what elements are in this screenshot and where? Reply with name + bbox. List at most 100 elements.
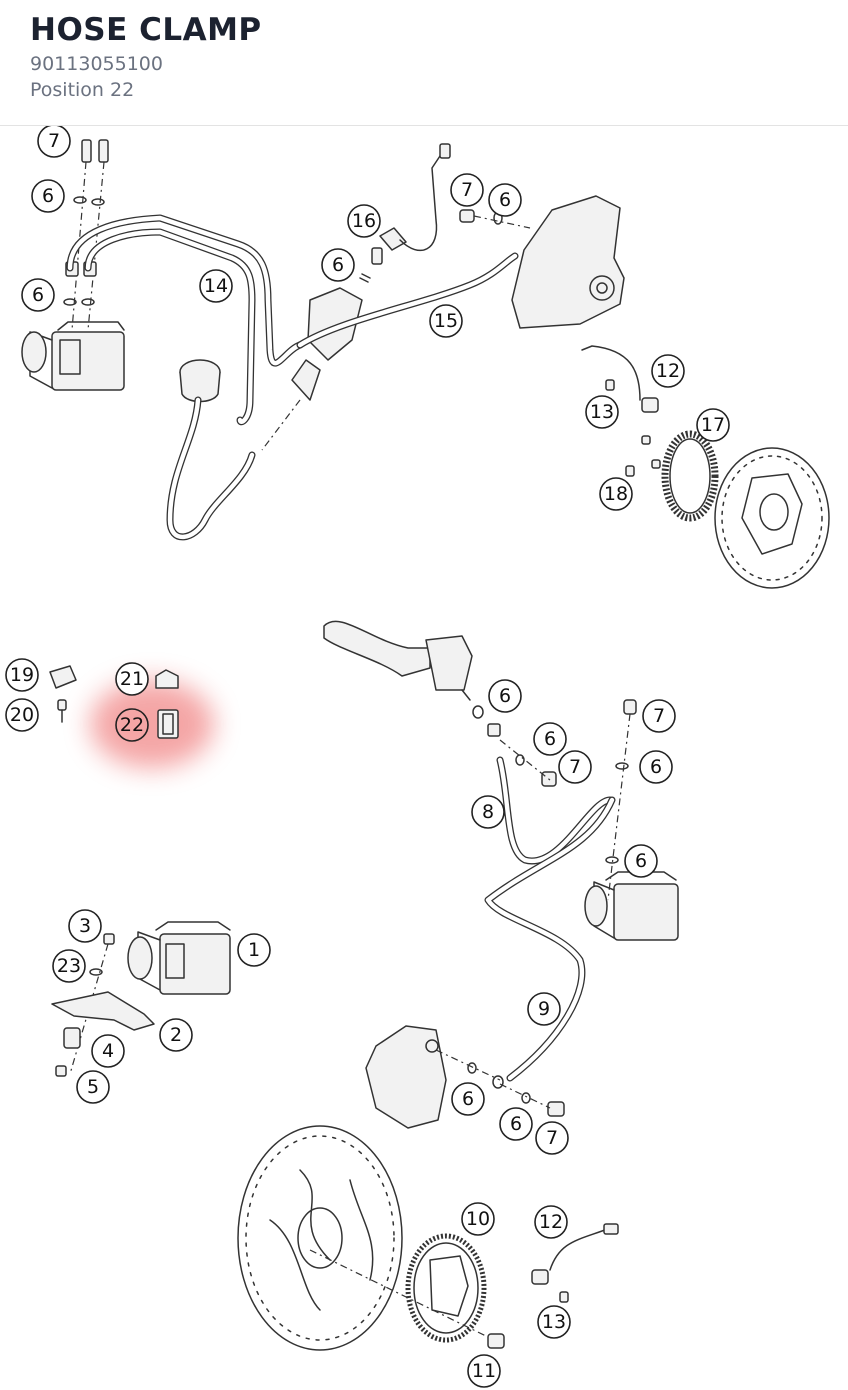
callout-16[interactable]: 16 (347, 204, 381, 238)
callout-22-selected[interactable]: 22 (115, 708, 149, 742)
brake-lever (323, 620, 473, 701)
callout-12-lower[interactable]: 12 (534, 1205, 568, 1239)
callout-6-upper-left-a[interactable]: 6 (31, 179, 65, 213)
callout-label: 5 (87, 1076, 99, 1098)
callout-18[interactable]: 18 (599, 477, 633, 511)
callout-label: 6 (499, 685, 511, 707)
callout-6-mid-b[interactable]: 6 (533, 722, 567, 756)
brake-disc-upper (714, 447, 830, 589)
brake-reservoir (166, 359, 256, 541)
callout-19[interactable]: 19 (5, 658, 39, 692)
callout-label: 7 (546, 1127, 558, 1149)
callout-4[interactable]: 4 (91, 1034, 125, 1068)
exploded-parts-diagram: 7 6 6 14 16 6 7 6 15 12 13 17 18 19 20 2… (5, 126, 830, 1388)
callout-14[interactable]: 14 (199, 269, 233, 303)
callout-label: 9 (538, 998, 550, 1020)
brake-line-14 (66, 214, 304, 426)
callout-6-mid-abs[interactable]: 6 (624, 844, 658, 878)
part-header: HOSE CLAMP 90113055100 Position 22 (0, 0, 848, 126)
callout-label: 6 (462, 1088, 474, 1110)
brake-hose-15 (296, 252, 519, 349)
callout-label: 17 (701, 414, 725, 436)
callout-8[interactable]: 8 (471, 795, 505, 829)
callout-label: 21 (120, 668, 144, 690)
callout-13-lower[interactable]: 13 (537, 1305, 571, 1339)
callout-label: 7 (653, 705, 665, 727)
selected-position-highlight (90, 680, 214, 768)
callout-17[interactable]: 17 (696, 408, 730, 442)
callout-6-mid-lever[interactable]: 6 (488, 679, 522, 713)
callout-label: 15 (434, 310, 458, 332)
callout-label: 23 (57, 955, 81, 977)
callout-6-lower-a[interactable]: 6 (451, 1082, 485, 1116)
callout-label: 7 (569, 756, 581, 778)
callout-label: 2 (170, 1024, 182, 1046)
callout-21[interactable]: 21 (115, 662, 149, 696)
callout-7-mid-right-top[interactable]: 7 (642, 699, 676, 733)
callout-6-upper-left-b[interactable]: 6 (21, 278, 55, 312)
abs-bracket (51, 933, 155, 1077)
front-brake-hose-9 (484, 796, 616, 1089)
callout-3[interactable]: 3 (68, 909, 102, 943)
callout-label: 1 (248, 939, 260, 961)
callout-label: 13 (542, 1311, 566, 1333)
master-cylinder-upper (261, 287, 363, 451)
callout-20[interactable]: 20 (5, 698, 39, 732)
callout-label: 11 (472, 1360, 496, 1382)
callout-label: 19 (10, 664, 34, 686)
callout-6-upper-caliper[interactable]: 6 (488, 183, 522, 217)
callout-7-mid-b[interactable]: 7 (558, 750, 592, 784)
part-position: Position 22 (30, 79, 135, 101)
front-wheel-sensor-12 (531, 1223, 619, 1303)
callout-label: 7 (461, 179, 473, 201)
callout-7-lower[interactable]: 7 (535, 1121, 569, 1155)
part-number: 90113055100 (30, 53, 163, 75)
bolts-mid-right (605, 699, 637, 901)
abs-unit-upper (21, 321, 125, 391)
front-brake-disc (237, 1125, 403, 1351)
callout-1[interactable]: 1 (237, 933, 271, 967)
callout-10[interactable]: 10 (461, 1202, 495, 1236)
callout-23[interactable]: 23 (52, 949, 86, 983)
caliper-lower (365, 1025, 565, 1129)
callout-13-upper[interactable]: 13 (585, 395, 619, 429)
callout-2[interactable]: 2 (159, 1018, 193, 1052)
callout-6-upper-mid[interactable]: 6 (321, 248, 355, 282)
callout-5[interactable]: 5 (76, 1070, 110, 1104)
callout-label: 4 (102, 1040, 114, 1062)
callout-7-upper-left[interactable]: 7 (37, 126, 71, 158)
wheel-speed-sensor-upper (581, 345, 661, 477)
callout-label: 12 (539, 1211, 563, 1233)
callout-label: 12 (656, 360, 680, 382)
callout-label: 6 (510, 1113, 522, 1135)
callout-label: 3 (79, 915, 91, 937)
caliper-upper (459, 195, 625, 329)
callout-11[interactable]: 11 (467, 1354, 501, 1388)
pressure-sensor-16 (359, 143, 451, 283)
callout-label: 18 (604, 483, 628, 505)
front-brake-hose-8 (472, 705, 614, 865)
callout-label: 6 (650, 756, 662, 778)
callout-label: 6 (635, 850, 647, 872)
part-19-20-clip (49, 665, 77, 723)
callout-label: 6 (499, 189, 511, 211)
hose-clamp-22-selected (157, 709, 179, 739)
callout-label: 6 (42, 185, 54, 207)
hose-clamp-21 (155, 669, 179, 689)
callout-9[interactable]: 9 (527, 992, 561, 1026)
callout-label: 6 (332, 254, 344, 276)
callout-label: 7 (48, 130, 60, 152)
callout-label: 13 (590, 401, 614, 423)
callout-6-lower-b[interactable]: 6 (499, 1107, 533, 1141)
callout-label: 8 (482, 801, 494, 823)
front-tone-ring-10 (309, 1233, 505, 1349)
callout-6-mid-right[interactable]: 6 (639, 750, 673, 784)
callout-12-upper[interactable]: 12 (651, 354, 685, 388)
callout-label: 20 (10, 704, 34, 726)
callout-label: 14 (204, 275, 228, 297)
callout-label: 16 (352, 210, 376, 232)
callout-15[interactable]: 15 (429, 304, 463, 338)
callout-label: 22 (120, 714, 144, 736)
callout-7-upper-caliper[interactable]: 7 (450, 173, 484, 207)
tone-ring-upper (661, 430, 719, 522)
